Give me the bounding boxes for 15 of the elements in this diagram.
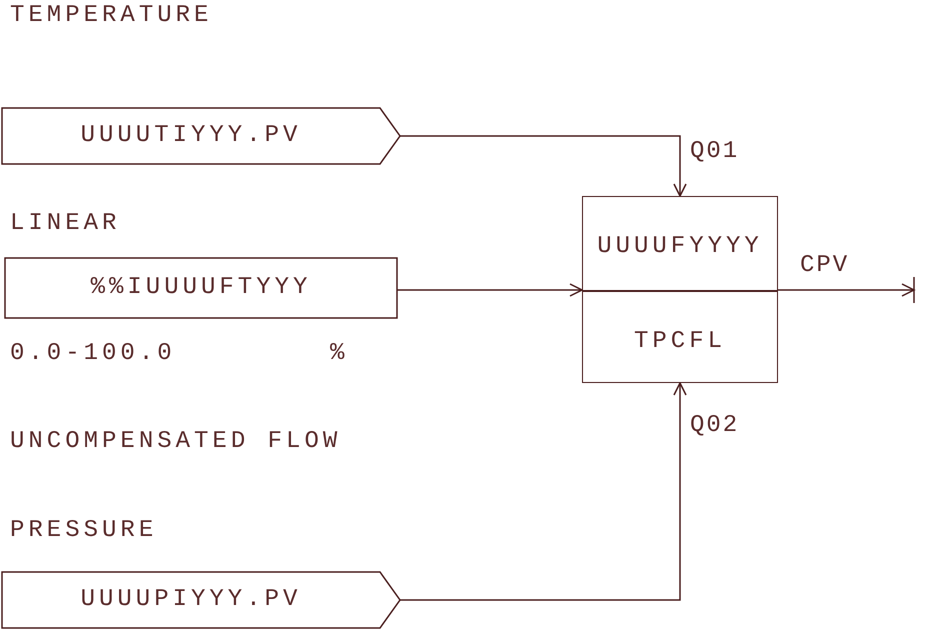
arrow xyxy=(400,382,687,601)
arrow xyxy=(400,135,687,197)
signal-heading: PRESSURE xyxy=(10,517,158,545)
tag-name: %%IUUUUFTYYY xyxy=(90,274,312,302)
block-tag: UUUUFYYYY xyxy=(583,233,777,261)
arrow xyxy=(397,283,583,297)
signal-heading: LINEAR xyxy=(10,210,120,238)
tag-name: UUUUPIYYY.PV xyxy=(80,586,302,614)
signal-note: % xyxy=(330,340,348,368)
block-type: TPCFL xyxy=(632,328,727,356)
signal-heading: TEMPERATURE xyxy=(10,2,212,30)
tag-name: UUUUTIYYY.PV xyxy=(80,122,302,150)
function-block xyxy=(582,196,778,383)
signal-note: 0.0-100.0 xyxy=(10,340,176,368)
signal-note: UNCOMPENSATED FLOW xyxy=(10,428,342,456)
